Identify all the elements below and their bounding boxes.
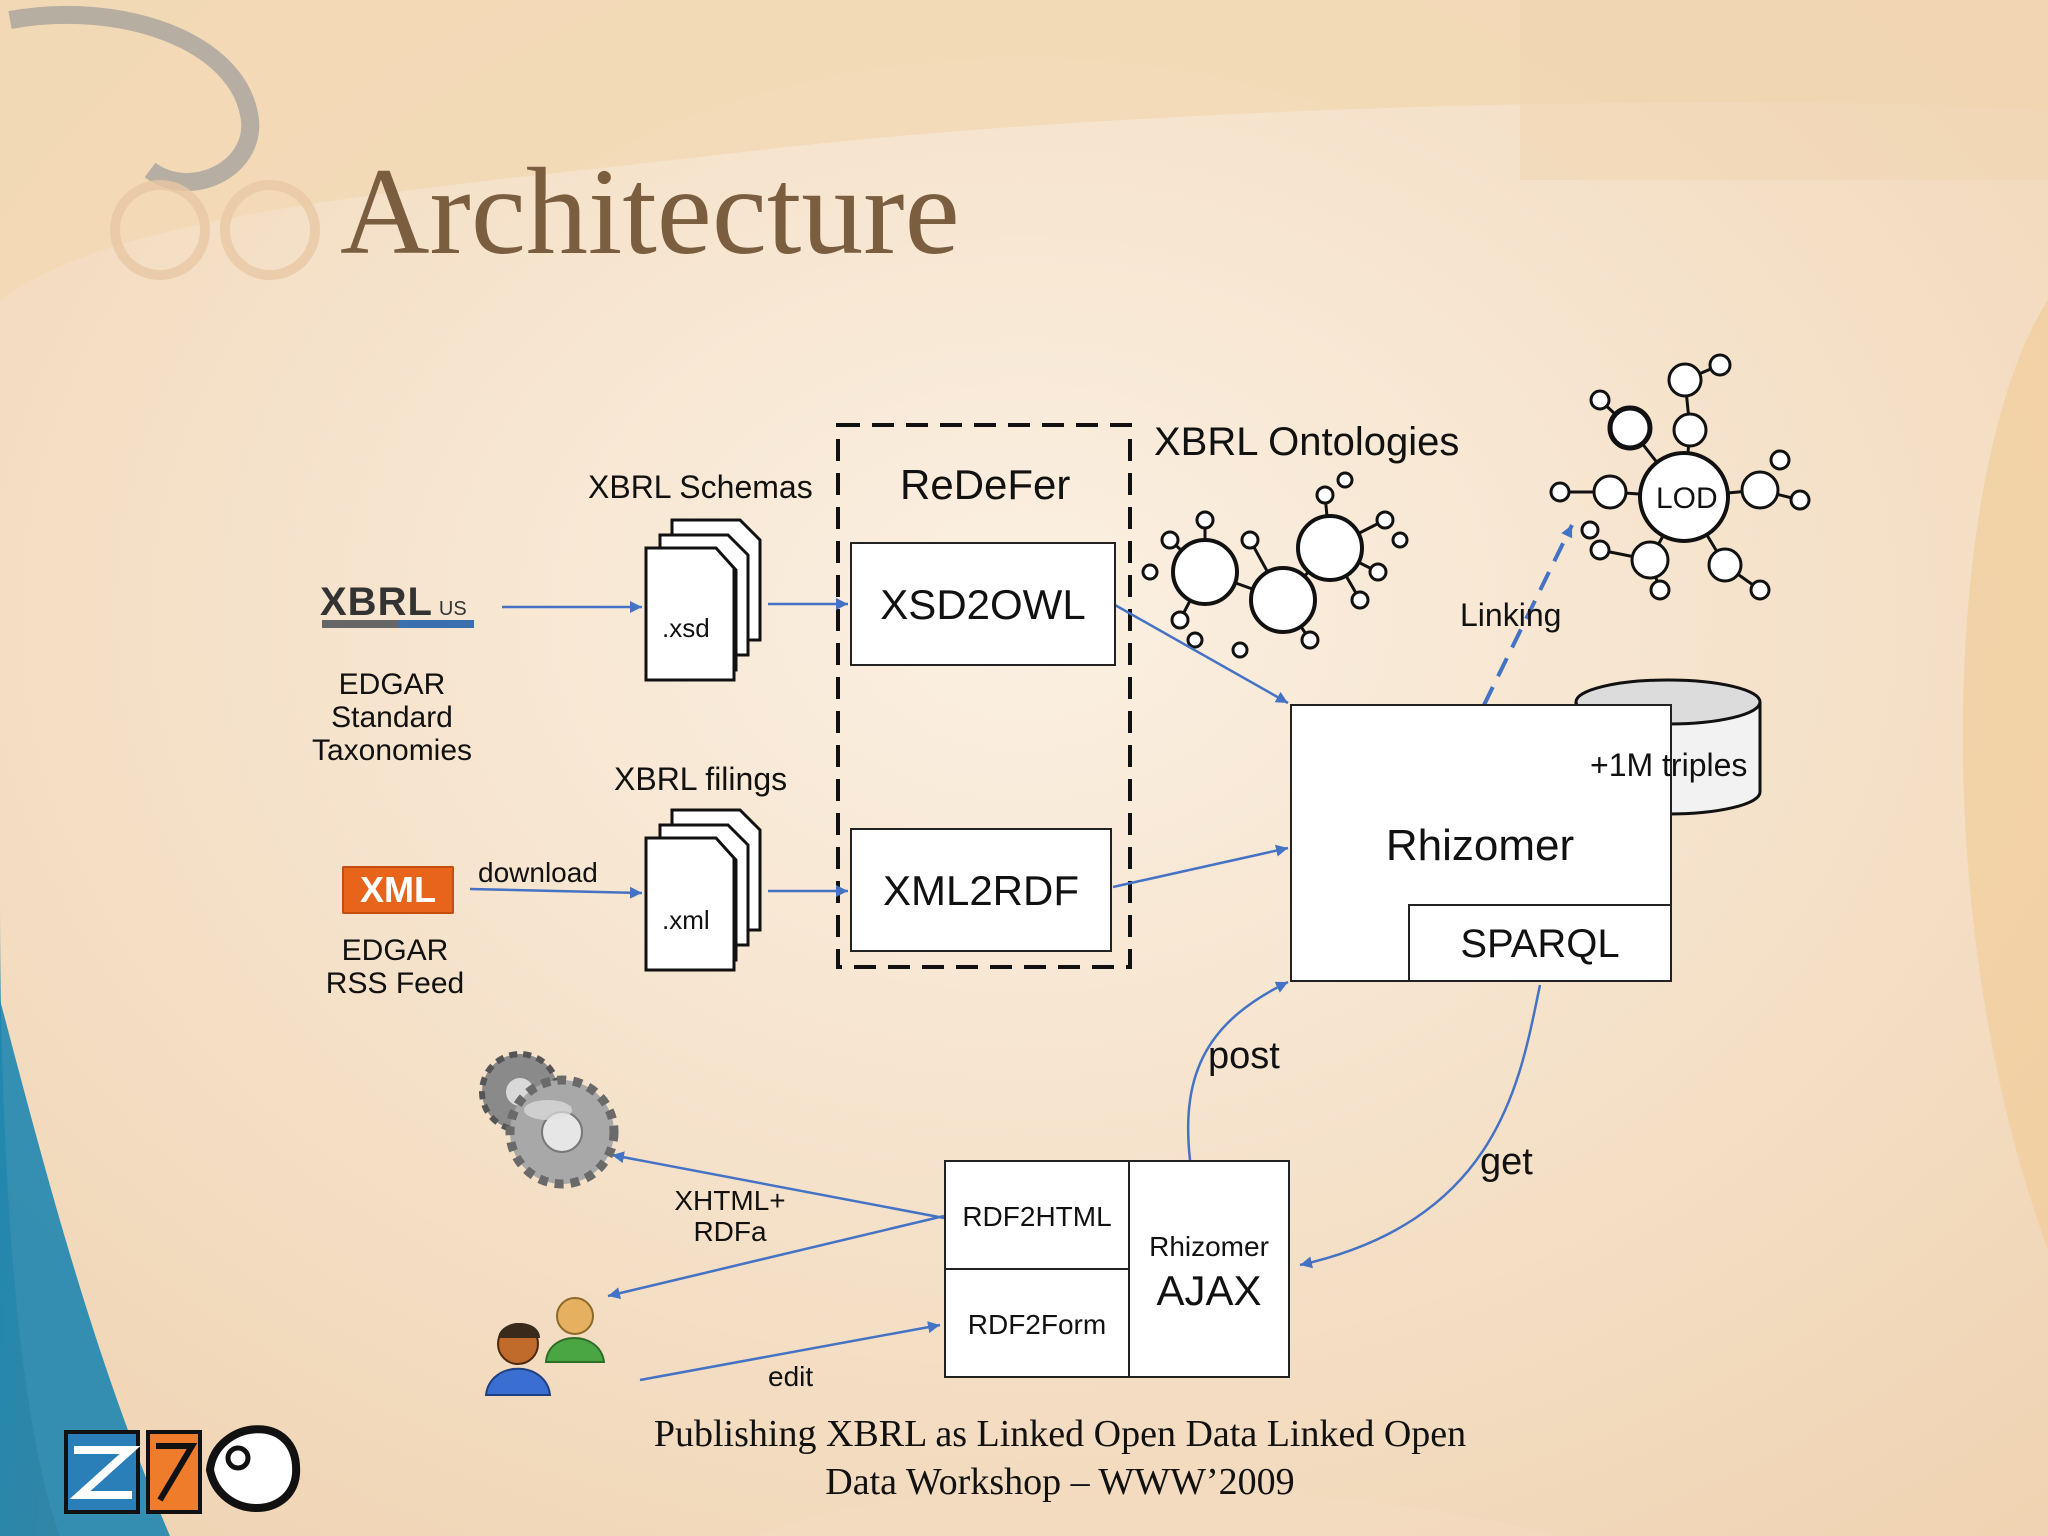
rdf2html-box: RDF2HTML (944, 1160, 1130, 1270)
footer-line1: Publishing XBRL as Linked Open Data Link… (653, 1413, 1467, 1455)
xml-documents (644, 808, 762, 972)
gears-icon (479, 1051, 619, 1189)
xbrl-filings-label: XBRL filings (614, 761, 788, 797)
xbrl-logo-stripe (322, 620, 474, 628)
edit-label: edit (768, 1361, 814, 1392)
rhizomer-small-label: Rhizomer (1149, 1231, 1269, 1262)
redefer-label: ReDeFer (900, 461, 1071, 508)
xml2rdf-label: XML2RDF (882, 867, 1080, 914)
xml-feed-badge: XML (342, 866, 454, 914)
users-icon (484, 1297, 606, 1396)
rdf2html-label: RDF2HTML (962, 1201, 1112, 1232)
xml2rdf-box: XML2RDF (850, 828, 1112, 952)
xbrl-logo-text: XBRL (320, 580, 433, 624)
xbrl-logo-suffix: US (438, 598, 467, 620)
slide-title: Architecture (340, 143, 960, 280)
xsd-doc-label: .xsd (662, 613, 710, 643)
linking-label: Linking (1460, 597, 1562, 633)
download-label: download (478, 857, 598, 888)
edgar-taxonomies-line2: Standard (331, 701, 453, 734)
xsd2owl-box: XSD2OWL (850, 542, 1116, 666)
lod-label: LOD (1656, 482, 1718, 515)
redefer-container (836, 423, 1132, 969)
edgar-taxonomies-line3: Taxonomies (311, 734, 473, 767)
post-label: post (1208, 1035, 1280, 1077)
connector-arrows (469, 524, 1574, 1382)
xbrl-schemas-label: XBRL Schemas (588, 469, 813, 505)
triples-label: +1M triples (1590, 747, 1748, 783)
rhizomer-label: Rhizomer (1385, 821, 1575, 870)
lod-cloud-icon (1549, 353, 1811, 601)
xbrl-ontologies-label: XBRL Ontologies (1154, 420, 1460, 464)
logo-icon (64, 1425, 301, 1514)
get-label: get (1480, 1141, 1533, 1183)
sparql-label: SPARQL (1460, 922, 1620, 966)
edgar-taxonomies-label: EDGAR Standard Taxonomies (300, 668, 484, 767)
edgar-feed-label: EDGAR RSS Feed (310, 934, 480, 1000)
ontology-network-icon (1141, 471, 1409, 659)
edgar-feed-line1: EDGAR (341, 934, 449, 967)
xhtml-rdfa-label: XHTML+ RDFa (660, 1185, 800, 1248)
slide-footer: Publishing XBRL as Linked Open Data Link… (560, 1410, 1560, 1506)
sparql-box: SPARQL (1408, 904, 1672, 982)
edgar-taxonomies-line1: EDGAR (338, 668, 446, 701)
xml-doc-label: .xml (662, 905, 710, 935)
ajax-label: AJAX (1156, 1267, 1262, 1314)
xsd-documents (644, 518, 762, 682)
xhtml-rdfa-line1: XHTML+ (674, 1185, 786, 1216)
footer-line2: Data Workshop – WWW’2009 (825, 1461, 1295, 1503)
xhtml-rdfa-line2: RDFa (693, 1215, 767, 1247)
rdf2form-box: RDF2Form (944, 1268, 1130, 1378)
edgar-feed-line2: RSS Feed (325, 967, 465, 1000)
xsd2owl-label: XSD2OWL (880, 581, 1086, 628)
rdf2form-label: RDF2Form (967, 1309, 1107, 1340)
